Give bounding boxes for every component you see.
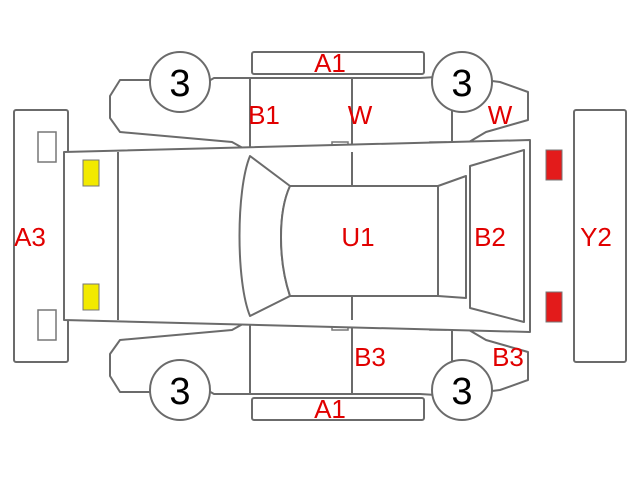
label-b2: B2: [474, 222, 506, 252]
wheel-bottom-left-number: 3: [169, 371, 190, 413]
label-a3: A3: [14, 222, 46, 252]
label-y2: Y2: [580, 222, 612, 252]
label-a1-top: A1: [314, 48, 346, 78]
top-side-strip: [251, 51, 425, 75]
roof: [280, 185, 439, 297]
wheel-bottom-right: 3: [431, 359, 493, 421]
label-a1-bottom: A1: [314, 394, 346, 424]
wheel-top-right-number: 3: [451, 63, 472, 105]
left-bumper-slot-top: [37, 131, 57, 163]
rear-window: [437, 175, 467, 299]
red-taillamp-bottom: [545, 291, 563, 323]
wheel-top-left: 3: [149, 51, 211, 113]
yellow-headlamp-bottom: [82, 283, 100, 311]
yellow-headlamp-top: [82, 159, 100, 187]
label-b3-right: B3: [492, 342, 524, 372]
label-b1: B1: [248, 100, 280, 130]
rear-hatch: [469, 149, 525, 323]
label-b3-left: B3: [354, 342, 386, 372]
wheel-top-left-number: 3: [169, 63, 190, 105]
left-bumper-slot-bottom: [37, 309, 57, 341]
label-w-left: W: [348, 100, 373, 130]
wheel-bottom-left: 3: [149, 359, 211, 421]
wheel-bottom-right-number: 3: [451, 371, 472, 413]
right-bumper: [573, 109, 627, 363]
red-taillamp-top: [545, 149, 563, 181]
label-w-right: W: [488, 100, 513, 130]
wheel-top-right: 3: [431, 51, 493, 113]
label-u1: U1: [341, 222, 374, 252]
bottom-side-strip: [251, 397, 425, 421]
